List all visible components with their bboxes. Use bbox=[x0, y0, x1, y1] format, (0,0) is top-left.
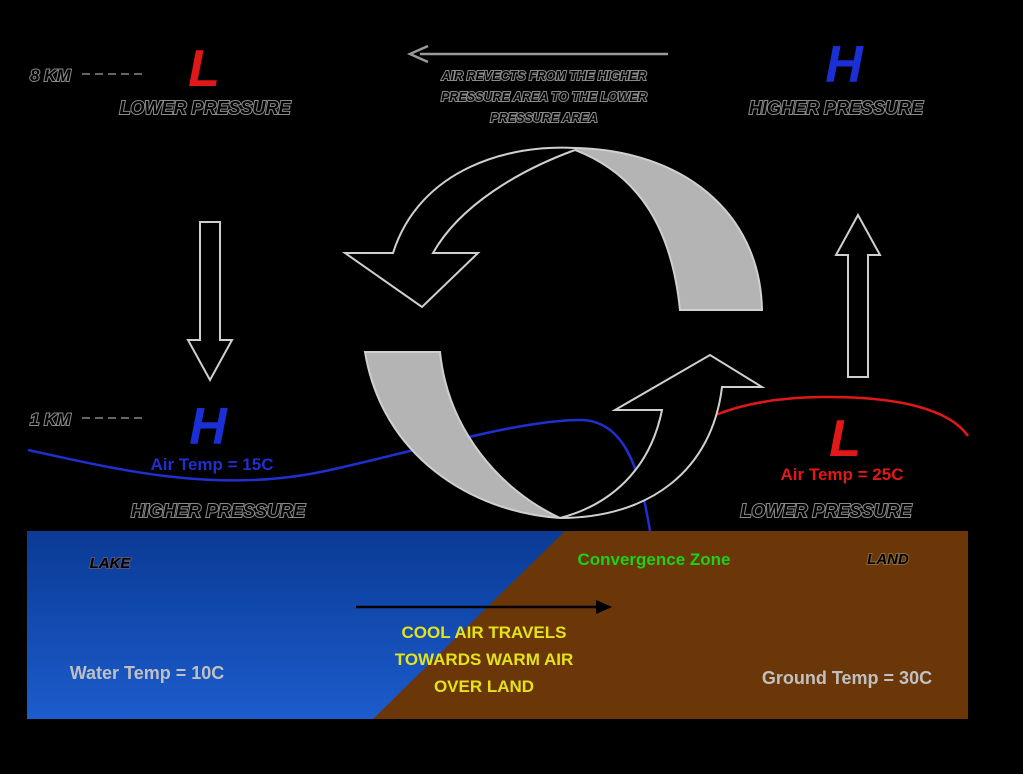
cool-air-curve bbox=[28, 420, 650, 531]
land-air-temp: Air Temp = 25C bbox=[781, 465, 904, 484]
loop-band-lower-left bbox=[365, 352, 560, 518]
sinking-air-arrow bbox=[188, 222, 232, 380]
ground-temp-label: Ground Temp = 30C bbox=[762, 668, 932, 688]
lower-right-pressure-label: LOWER PRESSURE bbox=[740, 501, 912, 521]
upper-right-pressure-letter: H bbox=[825, 36, 864, 94]
altitude-marker-lower: 1 KM bbox=[30, 410, 142, 429]
flow-note-line-3: OVER LAND bbox=[434, 677, 534, 696]
aloft-note-line-2: PRESSURE AREA TO THE LOWER bbox=[441, 90, 647, 104]
loop-arrow-lower-right bbox=[560, 355, 762, 518]
lake-air-temp: Air Temp = 15C bbox=[151, 455, 274, 474]
flow-note-line-1: COOL AIR TRAVELS bbox=[402, 623, 567, 642]
altitude-label-upper: 8 KM bbox=[30, 66, 71, 85]
loop-arrow-upper-left bbox=[345, 148, 575, 307]
lower-left-pressure-label: HIGHER PRESSURE bbox=[131, 501, 306, 521]
loop-band-upper-right bbox=[575, 148, 762, 310]
flow-note-line-2: TOWARDS WARM AIR bbox=[395, 650, 574, 669]
rising-air-arrow bbox=[836, 215, 880, 377]
circulation-loop bbox=[345, 148, 762, 518]
convergence-zone-label: Convergence Zone bbox=[577, 550, 730, 569]
altitude-label-lower: 1 KM bbox=[30, 410, 71, 429]
upper-left-pressure-label: LOWER PRESSURE bbox=[119, 98, 291, 118]
aloft-note-line-3: PRESSURE AREA bbox=[490, 111, 597, 125]
aloft-note: AIR REVECTS FROM THE HIGHER PRESSURE ARE… bbox=[441, 69, 647, 125]
lower-left-pressure-letter: H bbox=[189, 398, 228, 456]
aloft-flow-arrow bbox=[410, 46, 668, 62]
altitude-marker-upper: 8 KM bbox=[30, 66, 142, 85]
lower-right-pressure-letter: L bbox=[829, 410, 861, 468]
land-label: LAND bbox=[867, 551, 909, 568]
upper-right-pressure-label: HIGHER PRESSURE bbox=[749, 98, 924, 118]
upper-left-pressure-letter: L bbox=[188, 40, 220, 98]
aloft-note-line-1: AIR REVECTS FROM THE HIGHER bbox=[441, 69, 647, 83]
lake-label: LAKE bbox=[90, 555, 132, 572]
water-temp-label: Water Temp = 10C bbox=[70, 663, 225, 683]
